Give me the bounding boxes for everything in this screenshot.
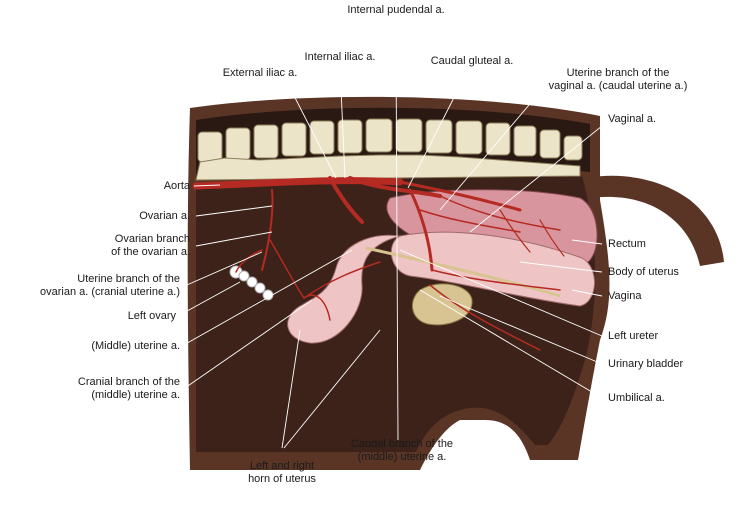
label-aorta: Aorta [163, 180, 190, 192]
label-middle-uterine: (Middle) uterine a. [91, 340, 180, 352]
label-caudal-gluteal: Caudal gluteal a. [430, 55, 514, 67]
label-uterine-branch-ovarian: Uterine branch of the ovarian a. (crania… [39, 273, 180, 298]
label-left-ovary: Left ovary [127, 310, 176, 322]
label-cranial-branch: Cranial branch of the (middle) uterine a… [77, 376, 180, 401]
label-left-ureter: Left ureter [608, 330, 659, 342]
label-ovarian: Ovarian a. [139, 210, 190, 222]
label-internal-pudendal: Internal pudendal a. [347, 4, 445, 16]
label-external-iliac: External iliac a. [222, 67, 298, 79]
tail [588, 175, 724, 266]
label-caudal-branch: Caudal branch of the (middle) uterine a. [350, 438, 454, 463]
label-body-of-uterus: Body of uterus [608, 266, 679, 278]
label-ovarian-branch: Ovarian branch of the ovarian a. [111, 233, 190, 258]
leader-lines [177, 47, 603, 449]
uterine-horn [287, 234, 401, 344]
vertebral-column [195, 118, 583, 181]
ureter [365, 246, 561, 298]
label-horns: Left and right horn of uterus [248, 460, 316, 485]
label-urinary-bladder: Urinary bladder [608, 358, 684, 370]
label-vagina: Vagina [608, 290, 642, 302]
label-rectum: Rectum [608, 238, 646, 250]
label-internal-iliac: Internal iliac a. [304, 51, 376, 63]
label-uterine-branch-vaginal: Uterine branch of the vaginal a. (caudal… [548, 67, 688, 92]
label-vaginal: Vaginal a. [608, 113, 657, 125]
label-umbilical: Umbilical a. [608, 392, 665, 404]
